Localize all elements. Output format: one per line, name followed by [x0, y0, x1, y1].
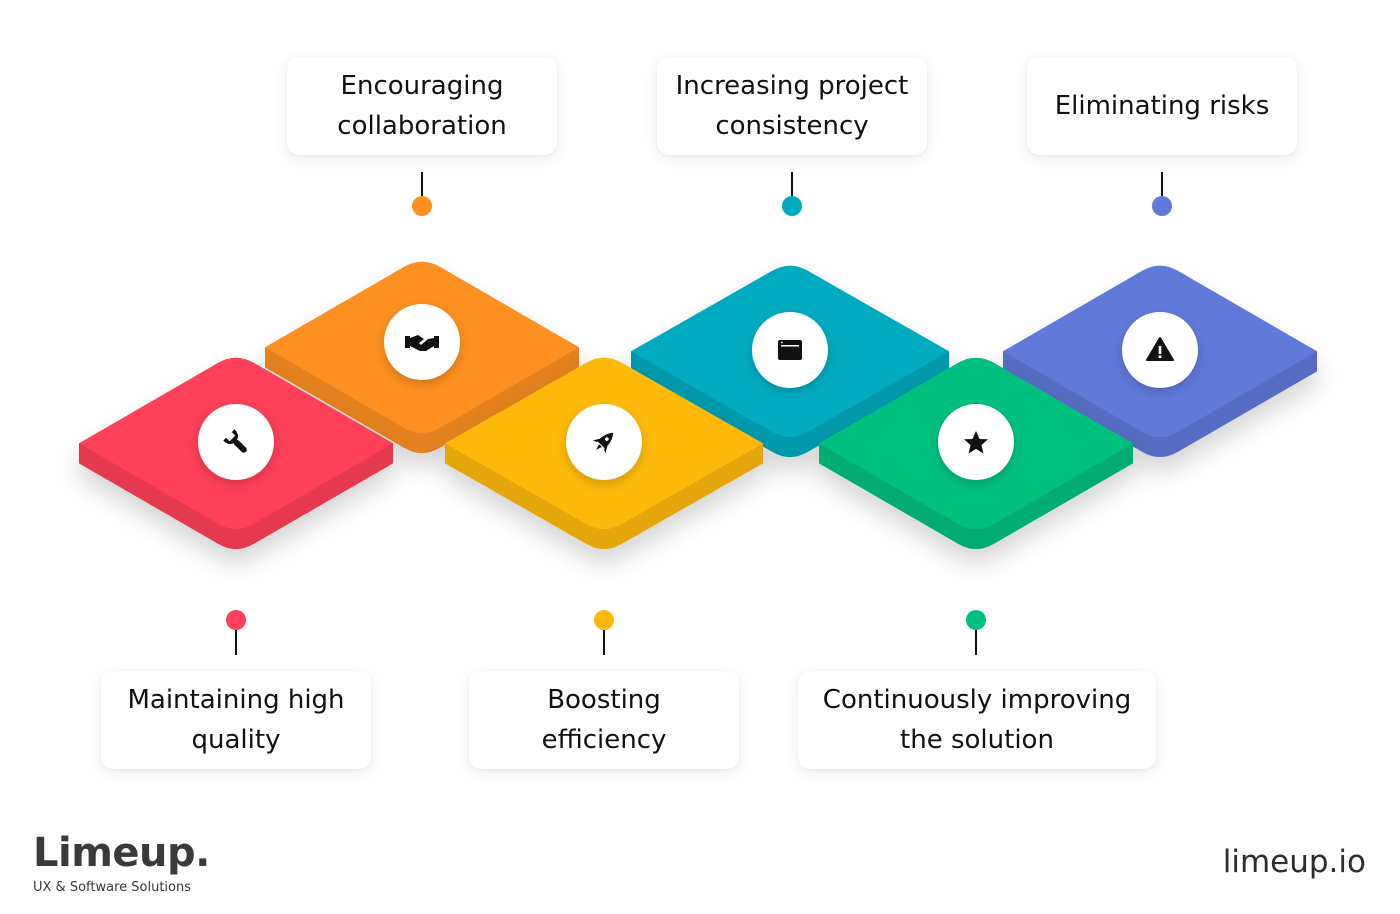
label-card-continuously: Continuously improving the solution [798, 671, 1156, 769]
label-continuously: Continuously improving the solution [822, 685, 1132, 755]
handshake-icon [405, 335, 439, 351]
brand-logo: Limeup. UX & Software Solutions [33, 828, 210, 896]
connectors [226, 172, 1172, 655]
star-icon [964, 431, 988, 454]
icon-badge-maintaining [198, 404, 274, 480]
icon-badge-boosting [566, 404, 642, 480]
label-eliminating: Eliminating risks [1054, 91, 1270, 121]
connector-eliminating [1152, 172, 1172, 216]
connector-dot-maintaining [226, 610, 246, 630]
icon-badge-eliminating [1122, 312, 1198, 388]
connector-dot-increasing [782, 196, 802, 216]
connector-dot-eliminating [1152, 196, 1172, 216]
connector-increasing [782, 172, 802, 216]
icon-badge-increasing [752, 312, 828, 388]
connector-dot-continuously [966, 610, 986, 630]
brand-name: Limeup. [33, 830, 210, 876]
label-card-maintaining: Maintaining high quality [101, 671, 371, 769]
browser-window-icon [778, 340, 802, 360]
label-encouraging: Encouraging collaboration [337, 71, 507, 141]
label-boosting: Boosting efficiency [541, 685, 667, 755]
connector-boosting [594, 610, 614, 655]
wrench-icon [223, 429, 247, 453]
connector-encouraging [412, 172, 432, 216]
label-card-boosting: Boosting efficiency [469, 671, 739, 769]
label-maintaining: Maintaining high quality [127, 685, 345, 755]
connector-maintaining [226, 610, 246, 655]
warning-icon [1146, 337, 1174, 361]
site-url: limeup.io [1222, 844, 1366, 880]
label-card-eliminating: Eliminating risks [1027, 57, 1297, 155]
brand-tagline: UX & Software Solutions [33, 880, 191, 895]
label-card-increasing: Increasing project consistency [657, 57, 927, 155]
icon-badge-continuously [938, 404, 1014, 480]
connector-dot-boosting [594, 610, 614, 630]
connector-continuously [966, 610, 986, 655]
label-card-encouraging: Encouraging collaboration [287, 57, 557, 155]
icon-badge-encouraging [384, 304, 460, 380]
label-increasing: Increasing project consistency [675, 71, 909, 141]
connector-dot-encouraging [412, 196, 432, 216]
